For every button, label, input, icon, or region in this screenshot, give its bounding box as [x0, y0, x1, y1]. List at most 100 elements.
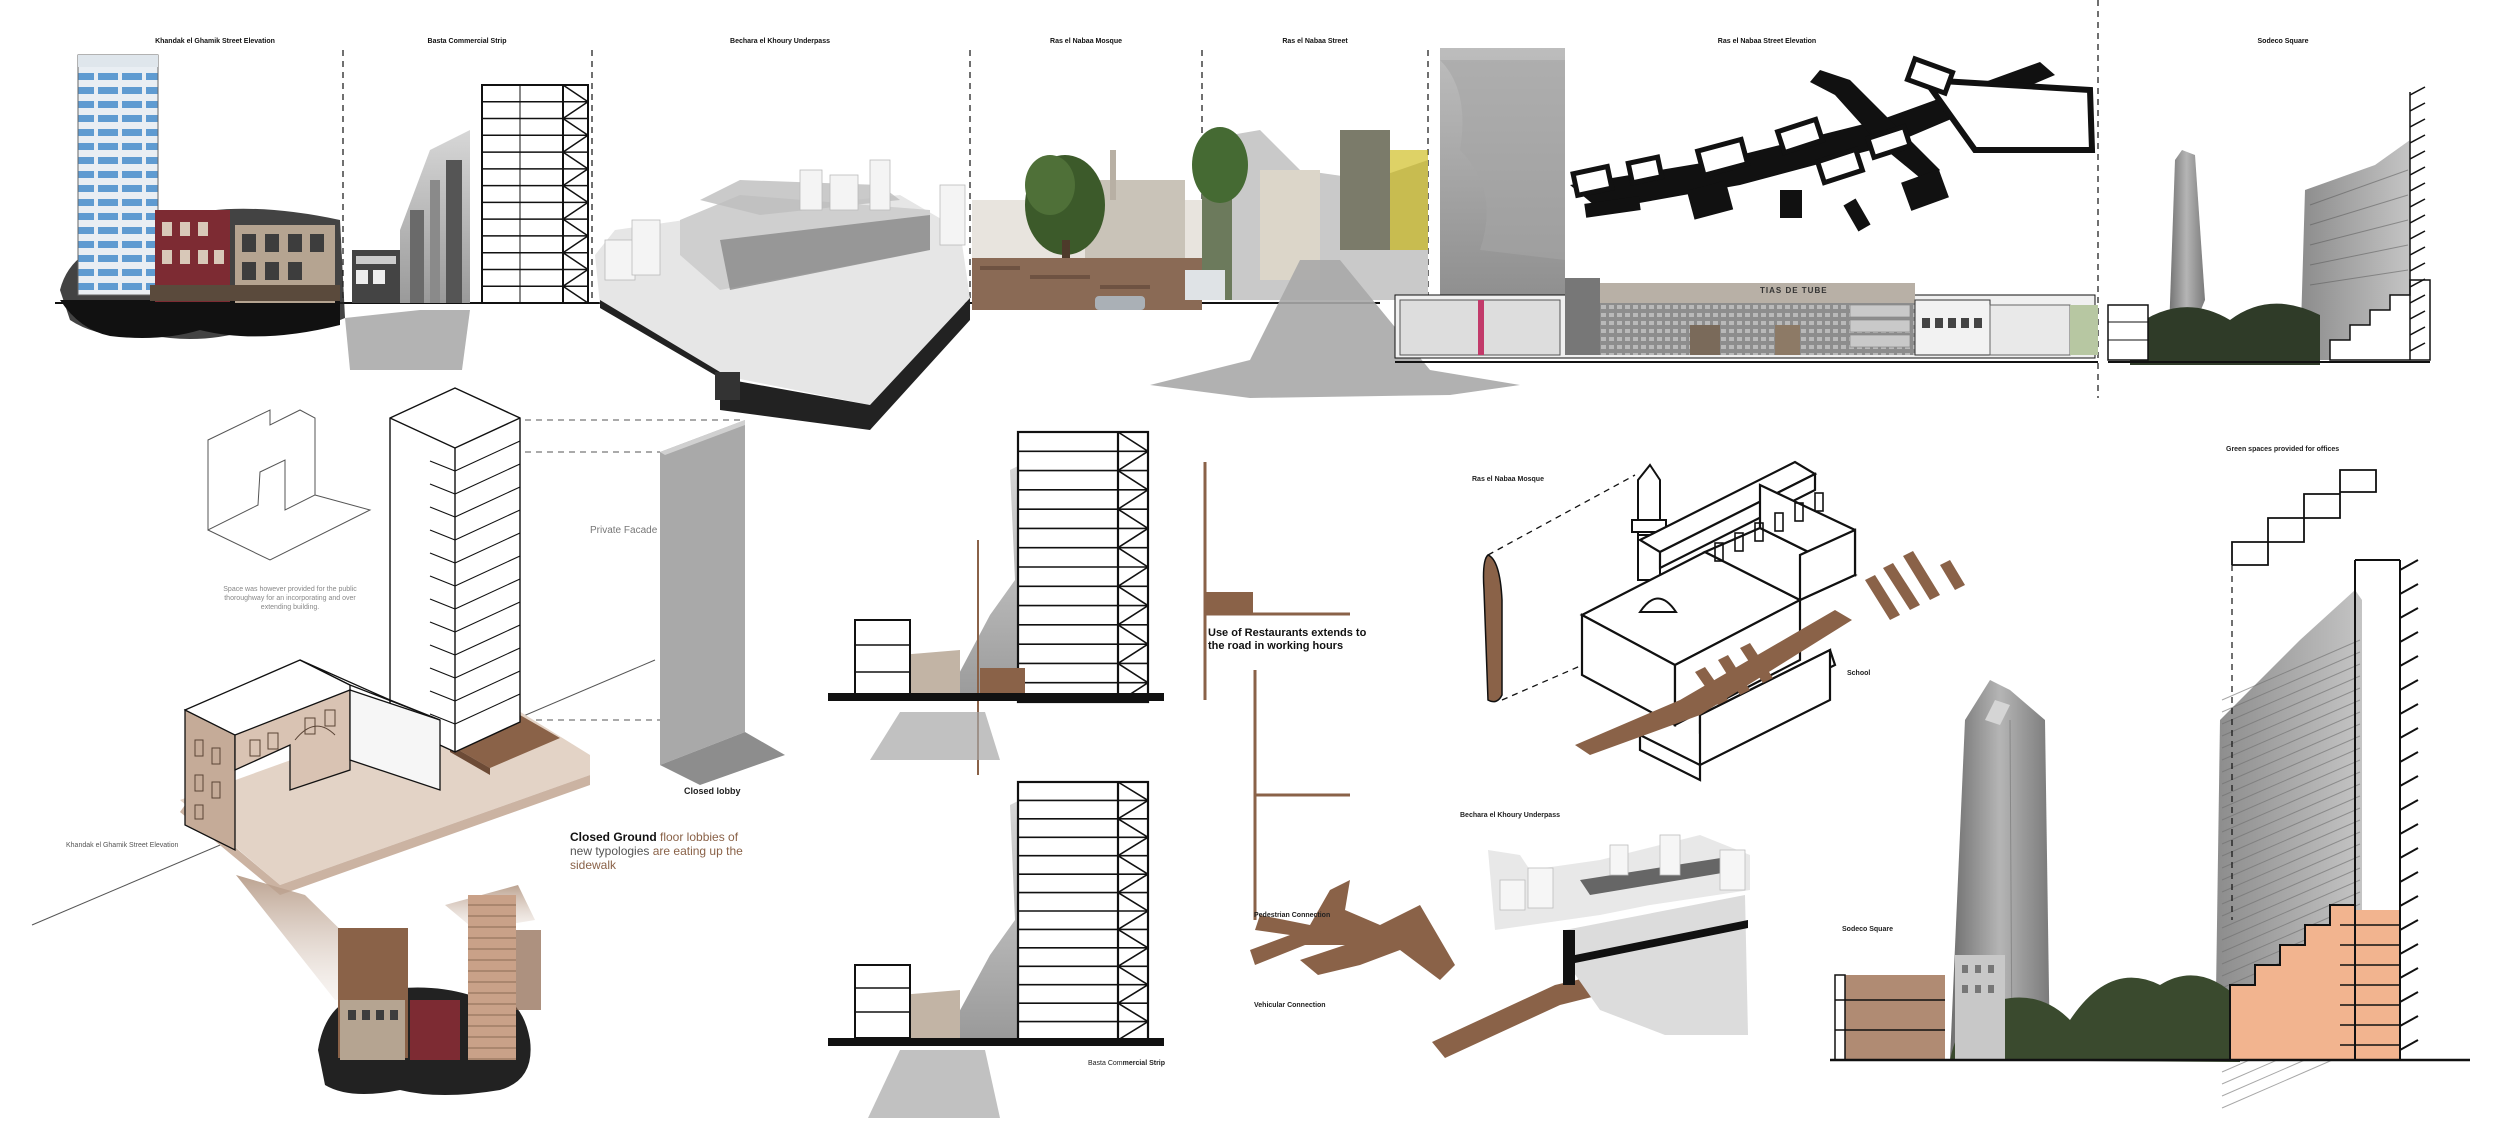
- tower-floor: [454, 624, 521, 656]
- pedestrian-connection-shape: [1250, 880, 1455, 980]
- block-floor: [2221, 759, 2361, 821]
- large-tick: [2399, 631, 2419, 643]
- tower-floor: [454, 578, 521, 610]
- title-ras-elevation: Ras el Nabaa Street Elevation: [1717, 38, 1817, 45]
- tower-balcony: [429, 460, 456, 472]
- basta-tower-elevation: [481, 84, 589, 304]
- tick: [2409, 246, 2426, 256]
- axon-tower-floors: [429, 440, 521, 725]
- tower-floor: [454, 693, 521, 725]
- brace-line: [1117, 910, 1149, 931]
- block-floor: [2221, 663, 2361, 725]
- large-tick: [2399, 871, 2419, 883]
- block-floor: [2221, 807, 2361, 869]
- tower-floor: [454, 440, 521, 472]
- peach-terrace-outline: [2229, 904, 2355, 1060]
- large-tick: [2399, 1015, 2419, 1027]
- basta-label-b: mercial Strip: [1122, 1060, 1166, 1067]
- green-terraces-peach: [2230, 905, 2400, 1060]
- tower-balcony: [429, 506, 456, 518]
- large-tick: [2399, 847, 2419, 859]
- brace-line: [1117, 1020, 1149, 1041]
- brace-line: [1117, 947, 1149, 967]
- tick: [2409, 294, 2426, 304]
- basta-upper-floors: [1018, 431, 1149, 703]
- tick: [2409, 230, 2426, 240]
- floating-wall: [207, 409, 372, 561]
- brace-line: [1117, 965, 1149, 986]
- tower-floor: [454, 532, 521, 564]
- mosque-axon: [1482, 460, 1965, 782]
- block-floor: [2221, 675, 2361, 737]
- tick: [2409, 182, 2426, 192]
- tick: [2409, 102, 2426, 112]
- brace-line: [1117, 547, 1149, 568]
- mosque-axon-title: Ras el Nabaa Mosque: [1472, 476, 1544, 483]
- brace-line: [1117, 643, 1149, 665]
- basta-lower-floors: [1018, 781, 1149, 1041]
- closed-lobby-block: [450, 715, 560, 768]
- tower-floor: [454, 601, 521, 633]
- sodeco-large: [1830, 469, 2470, 1109]
- large-tick: [2399, 607, 2419, 619]
- basta-sections: [828, 430, 1350, 1118]
- tower-balcony: [429, 552, 456, 564]
- brace-line: [562, 285, 589, 304]
- brace-line: [562, 235, 589, 254]
- block-floor: [2221, 747, 2361, 809]
- tower-floor: [454, 509, 521, 541]
- shop-sign: TIAS DE TUBE: [1760, 286, 1828, 295]
- large-tick: [2399, 751, 2419, 763]
- block-floor: [2221, 891, 2361, 953]
- callout-part-1: Closed Ground: [570, 830, 657, 844]
- tower-floor: [454, 670, 521, 702]
- restaurant-timeline: [1203, 462, 1350, 920]
- large-tick: [2399, 799, 2419, 811]
- brace-line: [1117, 624, 1149, 645]
- brace-line: [1117, 604, 1149, 626]
- brace-line: [562, 184, 589, 204]
- axon-stair-marks: [1695, 551, 1965, 705]
- sodeco-small-photo: [2107, 86, 2431, 365]
- brace-line: [562, 201, 589, 220]
- peach-terrace-steps: [2340, 924, 2400, 1046]
- large-tick: [2399, 727, 2419, 739]
- brace-line: [1117, 431, 1149, 452]
- tower-balcony: [429, 598, 456, 610]
- pedestrian-connection-label: Pedestrian Connection: [1254, 912, 1331, 919]
- tower-balcony: [429, 575, 456, 587]
- basta-strip: [345, 84, 589, 370]
- brace-line: [1117, 527, 1149, 549]
- basta-section-upper: [828, 430, 1164, 775]
- tower-floor: [454, 486, 521, 518]
- ras-el-nabaa-elevation: [1394, 48, 2098, 363]
- brace-line: [1117, 662, 1149, 684]
- tick: [2409, 118, 2426, 128]
- large-tick: [2399, 943, 2419, 955]
- block-floor: [2221, 855, 2361, 917]
- title-ras-street: Ras el Nabaa Street: [1282, 38, 1348, 45]
- connections-diagram: [1250, 880, 1658, 1058]
- block-floor: [2221, 723, 2361, 785]
- brace-line: [1117, 891, 1149, 912]
- tick: [2409, 342, 2426, 352]
- sodeco-square-label: Sodeco Square: [1842, 926, 1893, 933]
- closed-lobbies-callout: Closed Ground floor lobbies of new typol…: [570, 830, 760, 872]
- large-tick-marks: [2399, 559, 2419, 1051]
- block-floor: [2221, 687, 2361, 749]
- brace-line: [562, 268, 589, 287]
- basta-label-a: Basta Com: [1088, 1060, 1123, 1067]
- brace-line: [1117, 1002, 1149, 1023]
- underpass-axon: [595, 159, 970, 430]
- vehicular-connection-label: Vehicular Connection: [1254, 1002, 1326, 1009]
- block-floor: [2221, 831, 2361, 893]
- mosque-photo: [972, 150, 1202, 310]
- khandak-elevation-label: Khandak el Ghamik Street Elevation: [66, 842, 179, 849]
- large-tick: [2399, 895, 2419, 907]
- private-facade-slab: [660, 420, 785, 785]
- brace-line: [562, 218, 589, 237]
- axon-low-building-windows: [194, 709, 336, 820]
- block-floor: [2221, 735, 2361, 797]
